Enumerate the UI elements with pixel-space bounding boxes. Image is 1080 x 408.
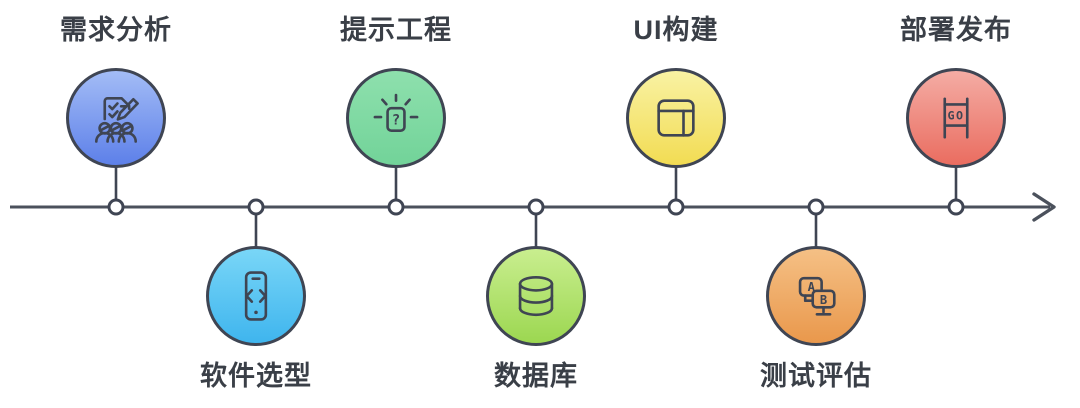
go-banner-icon: GO	[943, 97, 969, 139]
stage-circle: GO	[906, 68, 1006, 168]
svg-text:GO: GO	[948, 108, 965, 122]
browser-window-icon	[657, 99, 695, 137]
stage-circle	[66, 68, 166, 168]
arrowhead-icon	[1032, 192, 1056, 222]
dots-group	[107, 198, 965, 216]
stage-label: 提示工程	[340, 15, 452, 45]
stage-label: 软件选型	[200, 361, 312, 391]
stage-label: 数据库	[494, 361, 578, 391]
stage-node-4	[486, 246, 586, 346]
svg-text:?: ?	[392, 113, 400, 129]
stage-node-6: A B	[766, 246, 866, 346]
stage-node-5	[626, 68, 726, 168]
database-icon	[518, 275, 554, 317]
svg-text:B: B	[820, 293, 827, 307]
timeline-dot	[387, 198, 405, 216]
timeline-dot	[807, 198, 825, 216]
smartphone-code-icon	[244, 271, 268, 321]
timeline-dot	[527, 198, 545, 216]
stage-label: UI构建	[633, 15, 719, 45]
timeline-dot	[667, 198, 685, 216]
stage-circle	[206, 246, 306, 346]
stage-node-2	[206, 246, 306, 346]
ab-test-icon: A B	[798, 276, 836, 316]
checklist-team-icon	[95, 97, 139, 143]
stage-label: 测试评估	[760, 361, 872, 391]
stage-label: 需求分析	[60, 15, 172, 45]
idea-card-icon: ?	[373, 93, 419, 132]
timeline-dot	[247, 198, 265, 216]
svg-text:A: A	[808, 280, 816, 294]
stage-circle	[626, 68, 726, 168]
timeline-dot	[107, 198, 125, 216]
stage-circle	[486, 246, 586, 346]
stage-label: 部署发布	[900, 15, 1012, 45]
stage-circle: ?	[346, 68, 446, 168]
stage-node-3: ?	[346, 68, 446, 168]
stage-node-1	[66, 68, 166, 168]
stage-node-7: GO	[906, 68, 1006, 168]
stage-circle: A B	[766, 246, 866, 346]
timeline-dot	[947, 198, 965, 216]
